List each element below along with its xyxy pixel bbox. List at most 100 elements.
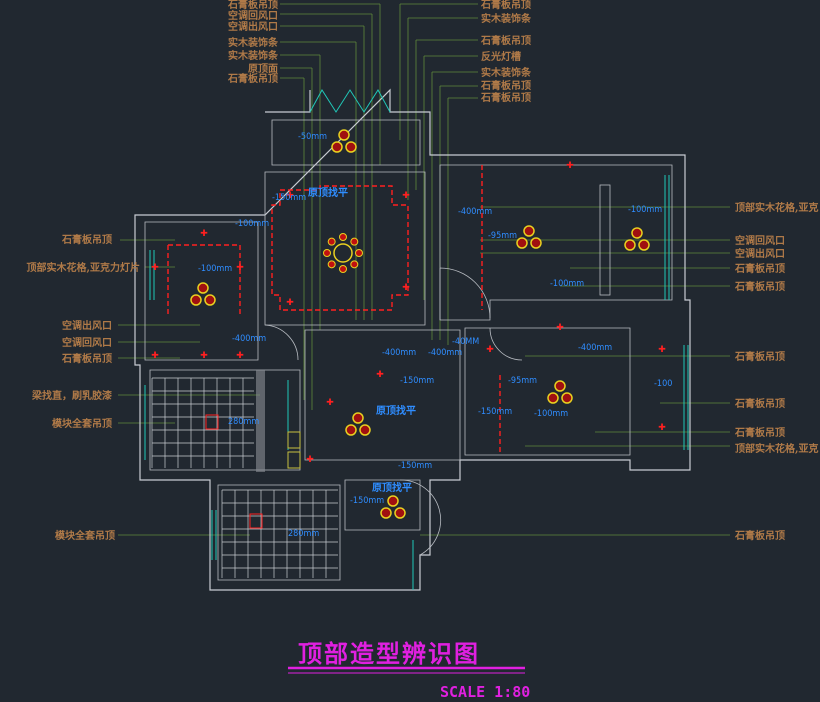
downlight-icon: ✚ <box>486 345 494 355</box>
dim: -100mm <box>550 279 584 289</box>
chandelier-bulb-icon <box>327 237 336 246</box>
lamp-icon <box>523 225 535 237</box>
label: 石膏板吊顶 <box>734 529 785 542</box>
label: 顶部实木花格,亚克 <box>735 201 818 214</box>
lamp-icon <box>338 129 350 141</box>
lamp-icon <box>190 294 202 306</box>
downlight-icon: ✚ <box>236 263 244 273</box>
lamp-icon <box>380 507 392 519</box>
label: 原顶面 <box>248 63 278 75</box>
label: 模块全套吊顶 <box>52 417 112 430</box>
downlight-icon: ✚ <box>151 351 159 361</box>
label: 石膏板吊顶 <box>227 0 278 11</box>
lamp-icon <box>631 227 643 239</box>
label: 实木装饰条 <box>228 36 279 49</box>
downlight-icon: ✚ <box>658 423 666 433</box>
lamp-icon <box>516 237 528 249</box>
label: 空调出风口 <box>228 20 278 33</box>
lamp-icon <box>197 282 209 294</box>
downlight-icon: ✚ <box>658 345 666 355</box>
label: 实木装饰条 <box>481 12 532 25</box>
lamp-icon <box>345 141 357 153</box>
dim: -100 <box>654 379 672 389</box>
elevation-marks: -50mm -150mm 原顶找平 -100mm -100mm -400mm -… <box>198 132 672 539</box>
label: 石膏板吊顶 <box>734 350 785 363</box>
lamp-icon <box>352 412 364 424</box>
dim: -400mm <box>428 348 462 358</box>
chandelier-bulb-icon <box>350 237 359 246</box>
downlight-icon: ✚ <box>556 323 564 333</box>
downlight-icon: ✚ <box>286 298 294 308</box>
lamp-icon <box>394 507 406 519</box>
light-coves <box>167 165 501 529</box>
drawing-scale: SCALE 1:80 <box>440 683 530 701</box>
dim: -400mm <box>578 343 612 353</box>
chandelier-bulb-icon <box>339 265 347 273</box>
right-labels: 顶部实木花格,亚克 空调回风口 空调出风口 石膏板吊顶 石膏板吊顶 石膏板吊顶 … <box>734 201 818 542</box>
downlight-icon: ✚ <box>402 191 410 201</box>
label: 实木装饰条 <box>228 49 279 62</box>
lamp-icon <box>624 239 636 251</box>
left-top-labels: 石膏板吊顶 空调回风口 空调出风口 实木装饰条 实木装饰条 原顶面 石膏板吊顶 <box>227 0 279 85</box>
dim: -100mm <box>235 219 269 229</box>
chandelier-icon <box>333 243 353 263</box>
dim: -400mm <box>458 207 492 217</box>
chandelier-bulb-icon <box>327 260 336 269</box>
dim: -400mm <box>382 348 416 358</box>
downlight-icon: ✚ <box>286 191 294 201</box>
drawing-title: 顶部造型辨识图 <box>298 639 480 668</box>
chandelier-bulb-icon <box>323 249 331 257</box>
label: 空调出风口 <box>62 319 112 332</box>
label: 石膏板吊顶 <box>734 262 785 275</box>
label: 空调回风口 <box>228 9 278 22</box>
dim: -100mm <box>534 409 568 419</box>
downlight-icon: ✚ <box>200 229 208 239</box>
label: 石膏板吊顶 <box>61 233 112 246</box>
lamp-icon <box>547 392 559 404</box>
label: 空调回风口 <box>62 336 112 349</box>
dim: -400mm <box>232 334 266 344</box>
downlight-icon: ✚ <box>402 283 410 293</box>
downlight-icon: ✚ <box>566 161 574 171</box>
dim: 280mm <box>228 417 259 427</box>
label: 石膏板吊顶 <box>480 34 531 47</box>
label: 石膏板吊顶 <box>227 72 278 85</box>
lamp-icon <box>554 380 566 392</box>
note: 原顶找平 <box>376 404 416 417</box>
downlight-icon: ✚ <box>326 398 334 408</box>
dim: -150mm <box>398 461 432 471</box>
label: 空调出风口 <box>735 247 785 260</box>
label: 实木装饰条 <box>481 66 532 79</box>
downlight-icon: ✚ <box>151 263 159 273</box>
label: 顶部实木花格,亚克 <box>735 442 818 455</box>
dim: -95mm <box>508 376 537 386</box>
label: 石膏板吊顶 <box>734 397 785 410</box>
lamp-icon <box>331 141 343 153</box>
left-labels: 石膏板吊顶 顶部实木花格,亚克力灯片 空调出风口 空调回风口 石膏板吊顶 梁找直… <box>27 233 140 542</box>
dim: -50mm <box>298 132 327 142</box>
dim: -100mm <box>198 264 232 274</box>
lamp-fixtures: ✚✚✚✚✚✚✚✚✚✚✚✚✚✚✚✚✚✚ <box>151 129 666 519</box>
label: 石膏板吊顶 <box>734 426 785 439</box>
lamp-icon <box>638 239 650 251</box>
lamp-icon <box>530 237 542 249</box>
downlight-icon: ✚ <box>306 455 314 465</box>
module-ceiling-grids <box>151 377 338 578</box>
lamp-icon <box>345 424 357 436</box>
floor-plan-walls <box>134 88 691 591</box>
downlight-icon: ✚ <box>200 351 208 361</box>
dim: -150mm <box>350 496 384 506</box>
label: 空调回风口 <box>735 234 785 247</box>
lamp-icon <box>359 424 371 436</box>
note: 原顶找平 <box>308 186 348 199</box>
note: 原顶找平 <box>372 481 412 494</box>
dim: -150mm <box>478 407 512 417</box>
leader-lines <box>118 3 730 536</box>
label: 反光灯槽 <box>481 50 521 63</box>
dim: -95mm <box>488 231 517 241</box>
label: 顶部实木花格,亚克力灯片 <box>27 261 140 274</box>
label: 石膏板吊顶 <box>480 0 531 11</box>
dim: -40MM <box>452 337 479 347</box>
lamp-icon <box>387 495 399 507</box>
